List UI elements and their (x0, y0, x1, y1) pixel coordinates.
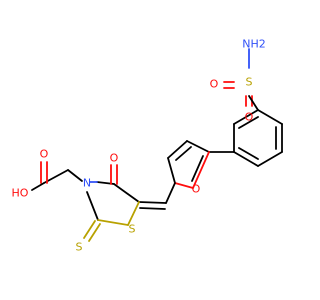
furan-bond-2 (167, 140, 188, 159)
benzene-bond-4 (233, 151, 259, 167)
acid-oh-label: HO (12, 187, 29, 200)
benzene-bond-6 (233, 109, 259, 125)
furan-bond-5 (192, 151, 210, 189)
sulfonyl-o-left-label: O (210, 78, 219, 91)
furan-bond-5-inner (191, 155, 204, 182)
acid-c-oh-bond (31, 182, 45, 191)
furan-o-label: O (192, 183, 201, 196)
amine-label: NH2 (242, 38, 266, 51)
furan-bond-3 (167, 157, 176, 184)
carbonyl-o-label: O (110, 152, 119, 165)
sulfonyl-o-bottom-label: O (245, 111, 254, 124)
thione-s-label: S (76, 241, 83, 254)
furan-bond-4 (174, 182, 194, 189)
furan-bond-1 (186, 140, 210, 153)
ring-n-label: N (83, 177, 91, 190)
bond-ch-c5 (138, 201, 167, 204)
bond-ch2-cooh (43, 169, 69, 184)
structure-svg: NH2 S O O O O N S S O HO (12, 38, 283, 254)
ring-c2-s1 (97, 219, 129, 226)
bond-furan-ch (165, 182, 176, 204)
benzene-bond-3 (257, 151, 283, 167)
ring-s1-c5 (127, 201, 140, 226)
benzene-bond-1 (257, 109, 283, 125)
ring-n-c2 (86, 191, 99, 221)
ring-c5-c4 (113, 183, 140, 203)
ring-s-label: S (129, 223, 136, 236)
benzene-bond-4-inner (238, 147, 259, 160)
acid-o-label: O (40, 148, 49, 161)
thione-bond-b (88, 223, 101, 242)
benzene-bond-6-inner (238, 116, 259, 129)
bond-s-ring (248, 95, 259, 111)
molecule-diagram: NH2 S O O O O N S S O HO (12, 38, 283, 254)
furan-bond-2-inner (175, 146, 192, 161)
bond-n-ch2 (67, 169, 83, 182)
sulfonyl-s-label: S (246, 76, 253, 89)
bond-ch-c5-double (139, 207, 166, 210)
thione-bond-a (83, 220, 96, 239)
